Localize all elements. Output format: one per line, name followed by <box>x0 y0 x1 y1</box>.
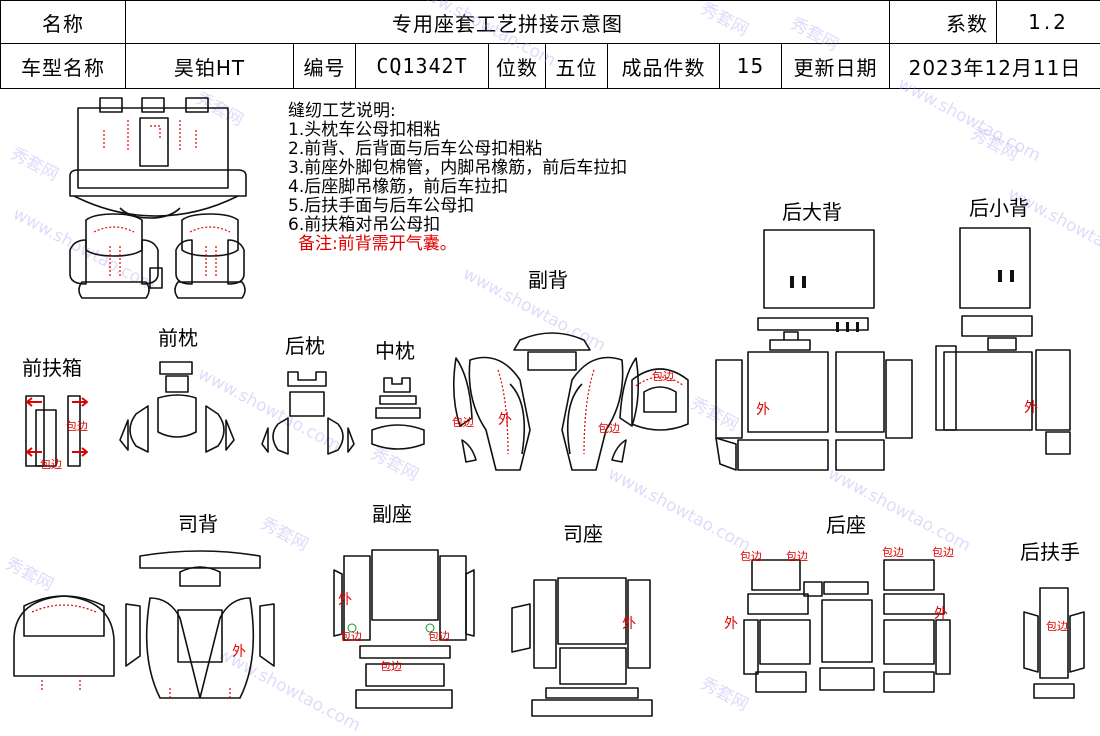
annotation-outer-mark: 外 <box>724 616 738 632</box>
seat-value: 五位 <box>546 44 608 89</box>
pieces-label: 成品件数 <box>608 44 720 89</box>
annotation-wrap-edge: 包边 <box>66 420 88 433</box>
drawing-title: 专用座套工艺拼接示意图 <box>126 1 890 44</box>
overview-front-seats <box>70 214 245 298</box>
annotation-wrap-edge: 包边 <box>598 422 620 435</box>
rear-pillow-pieces <box>262 372 354 454</box>
driver-seat-pieces <box>512 578 652 716</box>
driver-back-stitches <box>32 605 230 700</box>
annotation-wrap-edge: 包边 <box>380 660 402 673</box>
code-value: CQ1342T <box>356 44 489 89</box>
annotation-wrap-edge: 包边 <box>932 546 954 559</box>
rear-small-back-pieces <box>936 228 1070 454</box>
annotation-outer-mark: 外 <box>934 606 948 622</box>
front-pillow-pieces <box>120 362 234 452</box>
annotation-labels: 包边 包边 包边 包边 包边 包边 包边 包边 包边 包边 包边 包边 包边 <box>40 370 1068 673</box>
annotation-outer-mark: 外 <box>756 402 770 418</box>
model-value: 昊铂HT <box>126 44 294 89</box>
overview-rear-bench <box>70 98 246 218</box>
update-value: 2023年12月11日 <box>890 44 1100 89</box>
rear-small-back-marks <box>998 270 1014 282</box>
name-label: 名称 <box>1 1 126 44</box>
annotation-outer-mark: 外 <box>232 644 246 660</box>
pieces-value: 15 <box>720 44 782 89</box>
header-table: 名称 专用座套工艺拼接示意图 系数 1.2 车型名称 昊铂HT 编号 CQ134… <box>0 0 1100 88</box>
annotation-wrap-edge: 包边 <box>1046 620 1068 633</box>
annotation-wrap-edge: 包边 <box>40 458 62 471</box>
seat-label: 位数 <box>489 44 546 89</box>
annotation-outer-mark: 外 <box>338 592 352 608</box>
rear-seat-pieces <box>744 560 950 692</box>
annotation-outer-mark: 外 <box>1024 400 1038 416</box>
coef-label: 系数 <box>890 1 997 44</box>
mid-pillow-pieces <box>372 378 424 449</box>
annotation-wrap-edge: 包边 <box>652 370 674 383</box>
overview-bench-stitches <box>104 120 196 150</box>
rear-big-back-marks <box>790 276 859 332</box>
annotation-wrap-edge: 包边 <box>740 550 762 563</box>
rear-armrest-pieces <box>1024 588 1084 698</box>
driver-back-pieces <box>14 551 274 698</box>
rear-big-back-pieces <box>716 230 912 470</box>
annotation-outer-mark: 外 <box>622 616 636 632</box>
update-label: 更新日期 <box>782 44 890 89</box>
passenger-back-pieces <box>454 333 688 470</box>
annotation-wrap-edge: 包边 <box>786 550 808 563</box>
pattern-drawing: 包边 包边 包边 包边 包边 包边 包边 包边 包边 包边 包边 包边 包边 外… <box>0 88 1100 734</box>
annotation-wrap-edge: 包边 <box>452 416 474 429</box>
passenger-seat-pieces <box>334 550 474 708</box>
code-label: 编号 <box>294 44 356 89</box>
model-label: 车型名称 <box>1 44 126 89</box>
annotation-wrap-edge: 包边 <box>882 546 904 559</box>
coef-value: 1.2 <box>997 1 1100 44</box>
annotation-outer-mark: 外 <box>498 412 512 428</box>
